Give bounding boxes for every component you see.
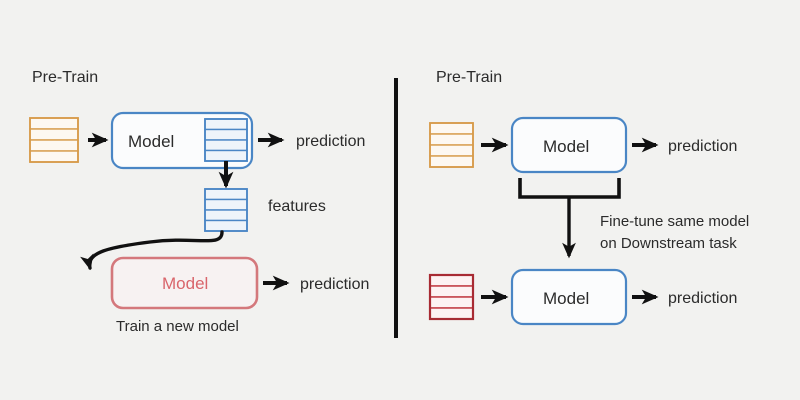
right-model-box[interactable] bbox=[510, 116, 628, 174]
finetune-note-line2: on Downstream task bbox=[600, 235, 737, 252]
finetune-note-line1: Fine-tune same model bbox=[600, 213, 749, 230]
left-new-model-prediction-label: prediction bbox=[300, 276, 369, 293]
left-prediction-label: prediction bbox=[296, 133, 365, 150]
right-downstream-model-label: Model bbox=[543, 289, 589, 308]
left-new-model-caption: Train a new model bbox=[116, 318, 239, 335]
left-section-label: Pre-Train bbox=[32, 69, 98, 86]
left-input-table bbox=[29, 117, 79, 163]
right-downstream-table bbox=[428, 273, 475, 321]
right-prediction-label: prediction bbox=[668, 138, 737, 155]
finetune-bracket bbox=[518, 178, 621, 199]
left-embedded-table bbox=[204, 118, 248, 162]
right-model-label: Model bbox=[543, 137, 589, 156]
left-model-label: Model bbox=[128, 132, 174, 151]
left-features-table bbox=[204, 188, 248, 232]
left-features-label: features bbox=[268, 198, 326, 215]
left-curved-arrow-features-to-new-model bbox=[80, 230, 224, 271]
right-section-label: Pre-Train bbox=[436, 69, 502, 86]
right-downstream-model-box[interactable] bbox=[510, 268, 628, 326]
left-new-model-label: Model bbox=[162, 274, 208, 293]
right-input-table bbox=[429, 122, 474, 168]
right-downstream-prediction-label: prediction bbox=[668, 290, 737, 307]
left-new-model-box[interactable] bbox=[110, 256, 259, 310]
